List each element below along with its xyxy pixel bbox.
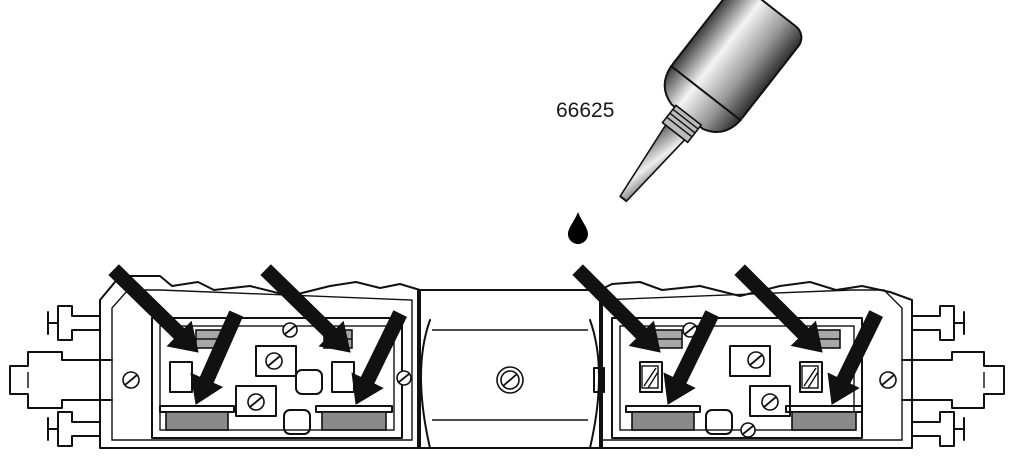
left-coupler	[9, 351, 113, 409]
wheel-bearing-3	[625, 405, 701, 431]
screw-icon	[396, 370, 412, 386]
left-buffers	[47, 305, 101, 447]
lubrication-arrow-2	[260, 264, 351, 353]
lubrication-arrow-3	[572, 264, 661, 353]
wheel-bearing-1	[159, 405, 235, 431]
oil-drop-icon	[568, 212, 588, 244]
screw-icon	[761, 393, 779, 411]
center-screw-icon	[496, 366, 524, 394]
oil-bottle	[568, 0, 803, 244]
screw-icon	[282, 322, 298, 338]
right-buffers	[911, 305, 965, 447]
wheel-bearing-2	[315, 405, 393, 431]
lubrication-arrow-1	[108, 264, 199, 353]
lubrication-arrow-4	[734, 264, 823, 353]
lubrication-arrow-5	[190, 310, 244, 405]
screw-icon	[247, 393, 265, 411]
lubrication-arrows	[108, 264, 883, 405]
lubrication-arrow-6	[351, 310, 407, 405]
screw-icon	[879, 371, 897, 389]
wheel-bearing-4	[785, 405, 863, 431]
lubrication-arrow-7	[663, 310, 719, 405]
oiler-part-number: 66625	[556, 99, 614, 122]
screw-icon	[740, 422, 756, 438]
screw-icon	[122, 371, 140, 389]
screw-icon	[265, 352, 283, 370]
right-coupler	[901, 351, 1005, 409]
lubrication-arrow-8	[827, 310, 883, 405]
screw-icon	[747, 351, 765, 369]
